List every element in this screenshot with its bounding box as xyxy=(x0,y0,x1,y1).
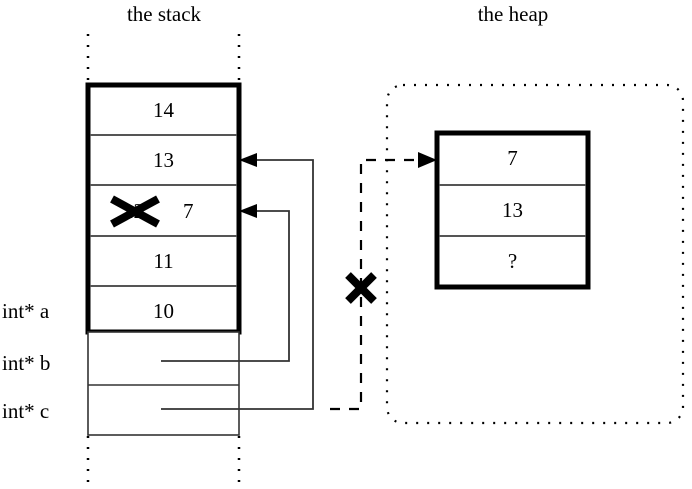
stack-cell-2-old-value-struck: 12 xyxy=(123,201,144,223)
struck-value-x-mark xyxy=(110,195,160,228)
heap-block-box xyxy=(434,130,591,290)
heap-title: the heap xyxy=(477,2,549,26)
stack-var-label-a: int* a xyxy=(2,299,50,323)
stack-cell-value-2-new: 7 xyxy=(183,199,194,223)
stack-cell-value-2-old: 12 xyxy=(123,199,144,223)
pointer-c-connector xyxy=(161,159,314,410)
heap-cell-value-1: 13 xyxy=(502,198,523,222)
dangling-pointer-dashed-path xyxy=(330,158,425,411)
heap-cell-value-2: ? xyxy=(507,249,518,273)
stack-cell-value-3: 11 xyxy=(153,249,174,273)
stack-cell-value-0: 14 xyxy=(153,98,174,122)
pointer-b-arrowhead xyxy=(239,204,257,218)
stack-title: the stack xyxy=(126,2,202,26)
dangling-pointer-arrowhead xyxy=(418,152,437,168)
pointer-c-arrowhead xyxy=(239,153,257,167)
stack-pointer-box xyxy=(87,331,240,436)
stack-var-label-b: int* b xyxy=(2,351,51,375)
stack-cell-value-1: 13 xyxy=(153,148,174,172)
heap-region-outline xyxy=(385,83,685,425)
pointer-b-connector xyxy=(161,210,290,362)
stack-cell-value-4: 10 xyxy=(153,299,174,323)
stack-var-label-c: int* c xyxy=(2,399,50,423)
invalidated-pointer-x-mark xyxy=(345,272,377,304)
stack-frame-box xyxy=(85,82,242,335)
heap-cell-value-0: 7 xyxy=(507,146,518,170)
